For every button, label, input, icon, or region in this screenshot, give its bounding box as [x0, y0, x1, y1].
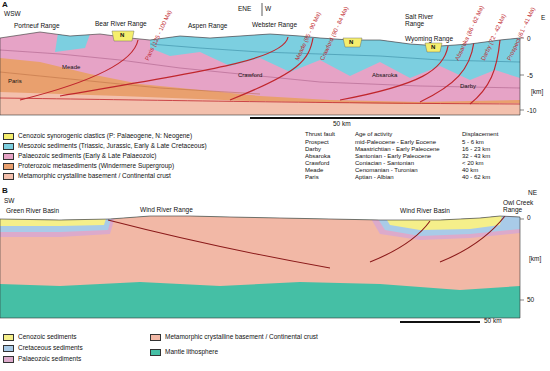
legend-text: Mantle lithosphere	[165, 348, 218, 355]
legend-swatch	[3, 173, 14, 180]
direction-label: E	[541, 14, 545, 21]
range-name: Owl Creek Range	[503, 199, 539, 213]
legend-text: Cenozoic synorogenic clastics (P: Palaeo…	[18, 132, 192, 139]
axis-tick: -5	[527, 72, 533, 79]
table-cell: 40 km	[462, 167, 478, 174]
table-cell: 32 - 43 km	[462, 153, 490, 160]
axis-tick: 50	[527, 296, 534, 303]
section-b	[0, 200, 520, 318]
table-cell: Santonian - Early Paleocene	[355, 153, 431, 160]
table-header: Displacement	[462, 131, 498, 138]
fault-name: Absaroka	[372, 72, 397, 79]
axis-tick: 0	[527, 214, 531, 221]
scale-label: 50 km	[484, 317, 502, 324]
panel-letter: A	[2, 1, 8, 10]
axis-unit: [km]	[529, 255, 541, 262]
legend-swatch	[3, 356, 14, 363]
range-name: Aspen Range	[188, 22, 227, 29]
fault-name: Paris	[8, 78, 22, 85]
direction-label: ENE	[238, 5, 251, 12]
legend-swatch	[150, 349, 161, 356]
range-name: Portneuf Range	[14, 22, 60, 29]
section-break	[262, 3, 263, 16]
legend-text: Cretaceous sediments	[18, 344, 83, 351]
fault-name: Crawford	[238, 72, 262, 79]
table-cell: Crawford	[305, 160, 329, 167]
legend-swatch	[150, 334, 161, 341]
scale-label: 50 km	[333, 120, 351, 127]
table-cell: < 20 km	[462, 160, 484, 167]
direction-label: NE	[528, 189, 537, 196]
table-cell: Cenomanian - Turonian	[355, 167, 418, 174]
epoch-tag: N	[120, 32, 124, 39]
table-cell: Aptian - Albian	[355, 174, 394, 181]
scale-bar	[400, 321, 480, 323]
range-name: Wind River Range	[140, 206, 193, 213]
legend-text: Metamorphic crystalline basement / Conti…	[18, 172, 171, 179]
range-name: Salt River Range	[405, 13, 445, 27]
direction-label: WSW	[4, 10, 21, 17]
table-cell: mid-Paleocene - Early Eocene	[355, 139, 436, 146]
legend-swatch	[3, 153, 14, 160]
legend-text: Mesozoic sediments (Triassic, Jurassic, …	[18, 142, 207, 149]
table-cell: Coniacian - Santonian	[355, 160, 414, 167]
axis-tick: -10	[527, 107, 536, 114]
axis-tick: 0	[527, 35, 531, 42]
epoch-tag: N	[431, 44, 435, 51]
scale-bar	[250, 117, 440, 119]
legend-text: Palaeozoic sediments	[18, 355, 81, 362]
fault-name: Darby	[460, 83, 476, 90]
range-name: Webster Range	[252, 21, 297, 28]
basin-name: Wind River Basin	[400, 207, 450, 214]
table-cell: Prospect	[305, 139, 329, 146]
table-cell: Darby	[305, 146, 321, 153]
legend-swatch	[3, 163, 14, 170]
panel-letter: B	[2, 187, 8, 196]
table-cell: Maastrichtian - Early Paleocene	[355, 146, 440, 153]
table-cell: 5 - 6 km	[462, 139, 484, 146]
epoch-tag: N	[349, 39, 353, 46]
table-header: Thrust fault	[305, 131, 335, 138]
axis-unit: [km]	[531, 88, 543, 95]
range-name: Bear River Range	[95, 20, 147, 27]
legend-text: Palaeozoic sediments (Early & Late Palae…	[18, 152, 156, 159]
basin-name: Green River Basin	[6, 207, 59, 214]
table-header: Age of activity	[355, 131, 392, 138]
range-name: Wyoming Range	[405, 35, 453, 42]
legend-swatch	[3, 133, 14, 140]
legend-text: Metamorphic crystalline basement / Conti…	[165, 333, 318, 340]
table-cell: Paris	[305, 174, 319, 181]
legend-swatch	[3, 345, 14, 352]
legend-swatch	[3, 143, 14, 150]
direction-label: W	[265, 5, 271, 12]
table-cell: 40 - 62 km	[462, 174, 490, 181]
fault-age-label: Prospect (61 - 41 Ma)	[506, 6, 537, 61]
legend-text: Proterozoic metasediments (Windermere Su…	[18, 162, 174, 169]
fault-name: Meade	[62, 64, 80, 71]
legend-swatch	[3, 334, 14, 341]
direction-label: SW	[4, 197, 14, 204]
legend-text: Cenozoic sediments	[18, 333, 77, 340]
table-cell: Meade	[305, 167, 323, 174]
table-cell: Absaroka	[305, 153, 330, 160]
section-a	[0, 0, 520, 115]
table-cell: 16 - 23 km	[462, 146, 490, 153]
